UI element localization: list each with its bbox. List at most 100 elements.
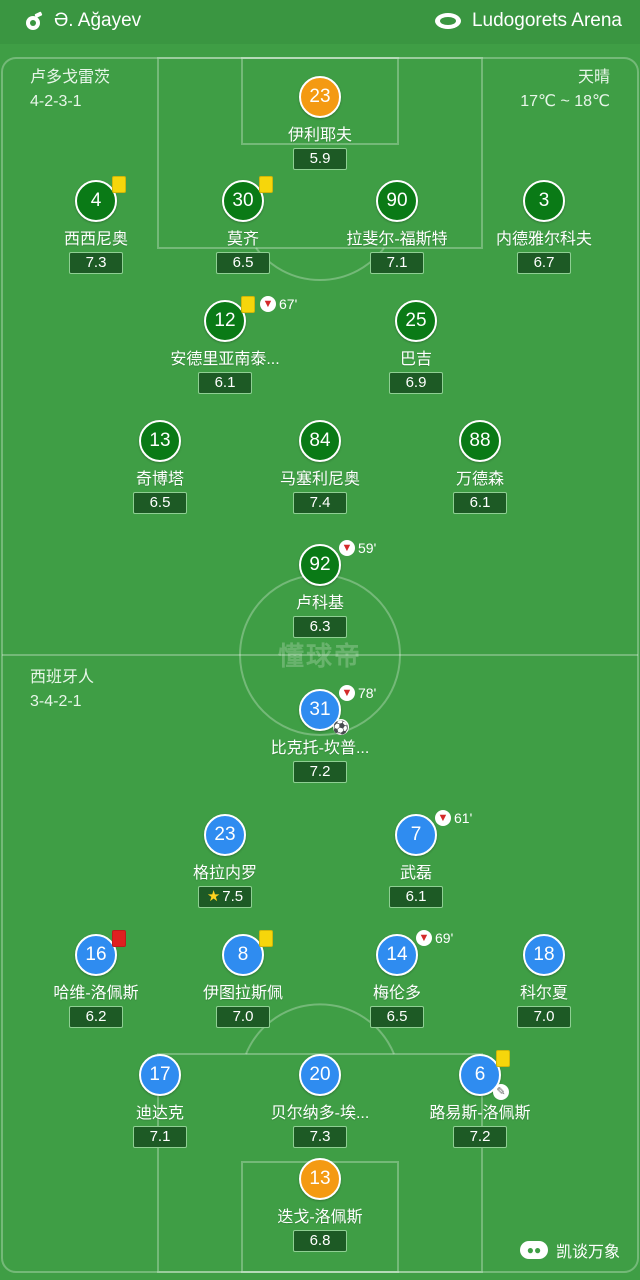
- player-away[interactable]: 13 迭戈-洛佩斯 6.8: [240, 1158, 400, 1252]
- player-rating: 7.0: [216, 1006, 270, 1028]
- player-rating: 6.2: [69, 1006, 123, 1028]
- referee-info: Ə. Ağayev: [22, 10, 141, 32]
- player-away[interactable]: 18 科尔夏 7.0: [464, 934, 624, 1028]
- player-rating: 7.2: [293, 761, 347, 783]
- player-name: 巴吉: [399, 351, 432, 368]
- player-name: 伊利耶夫: [287, 127, 352, 144]
- brand-badge: ●● 凯谈万象: [519, 1238, 620, 1262]
- away-team-name: 西班牙人: [30, 669, 95, 686]
- player-name: 贝尔纳多-埃...: [270, 1105, 370, 1122]
- sub-out-icon: ▼: [260, 296, 276, 312]
- player-name: 路易斯-洛佩斯: [429, 1105, 531, 1122]
- player-name: 伊图拉斯佩: [202, 985, 283, 1002]
- player-name: 马塞利尼奥: [279, 471, 360, 488]
- player-number: 31▼78'⚽: [299, 685, 376, 735]
- match-info-bar: Ə. Ağayev Ludogorets Arena: [0, 0, 640, 44]
- player-name: 科尔夏: [519, 985, 568, 1002]
- player-number: 6✎: [459, 1050, 510, 1100]
- substitution-minute: 69': [435, 930, 454, 946]
- sub-out-icon: ▼: [416, 930, 432, 946]
- referee-name: Ə. Ağayev: [54, 10, 142, 31]
- player-name: 莫齐: [226, 231, 259, 248]
- substitution-info: ▼61': [435, 810, 472, 826]
- player-number: 17: [139, 1054, 181, 1096]
- rating-value: 6.2: [85, 1008, 107, 1025]
- player-home[interactable]: 92▼59' 卢科基 6.3: [240, 540, 400, 638]
- rating-value: 7.4: [309, 494, 331, 511]
- player-away[interactable]: 31▼78'⚽比克托-坎普...7.2: [240, 685, 400, 783]
- player-number: 4: [75, 176, 126, 222]
- substitution-minute: 67': [279, 296, 298, 312]
- player-number: 12▼67': [204, 296, 297, 342]
- rating-value: 6.1: [405, 888, 427, 905]
- player-name: 安德里亚南泰...: [170, 351, 280, 368]
- player-away[interactable]: 17 迪达克 7.1: [80, 1054, 240, 1148]
- player-name: 内德雅尔科夫: [495, 231, 592, 248]
- player-rating: 7.0: [517, 1006, 571, 1028]
- player-number: 14▼69': [376, 930, 453, 976]
- player-name: 格拉内罗: [192, 865, 257, 882]
- player-number: 16: [75, 930, 126, 976]
- rating-value: 6.9: [405, 374, 427, 391]
- yellow-card-icon: [259, 176, 273, 193]
- player-number: 23: [299, 76, 341, 118]
- substitution-minute: 59': [358, 540, 377, 556]
- rating-value: 6.3: [309, 618, 331, 635]
- player-name: 哈维-洛佩斯: [53, 985, 139, 1002]
- player-rating: 7.4: [293, 492, 347, 514]
- player-name: 迭戈-洛佩斯: [277, 1209, 363, 1226]
- rating-value: 6.5: [149, 494, 171, 511]
- player-number: 3: [523, 180, 565, 222]
- player-rating: 6.7: [517, 252, 571, 274]
- player-away[interactable]: 6✎ 路易斯-洛佩斯 7.2: [400, 1050, 560, 1148]
- player-rating: 7.1: [133, 1126, 187, 1148]
- player-number: 90: [376, 180, 418, 222]
- rating-value: 6.8: [309, 1232, 331, 1249]
- player-name: 卢科基: [295, 595, 344, 612]
- watermark: 懂球帝: [277, 641, 362, 671]
- player-number: 8: [222, 930, 273, 976]
- yellow-card-icon: [259, 930, 273, 947]
- substitution-minute: 61': [454, 810, 473, 826]
- player-rating: 6.5: [370, 1006, 424, 1028]
- rating-value: 6.5: [386, 1008, 408, 1025]
- player-name: 拉斐尔-福斯特: [346, 231, 448, 248]
- substitution-info: ▼67': [260, 296, 297, 312]
- player-number: 13: [299, 1158, 341, 1200]
- player-home[interactable]: 90 拉斐尔-福斯特 7.1: [317, 180, 477, 274]
- stadium-icon: [434, 13, 461, 29]
- player-rating: 6.8: [293, 1230, 347, 1252]
- player-away[interactable]: 8 伊图拉斯佩 7.0: [163, 930, 323, 1028]
- player-home[interactable]: 12▼67'安德里亚南泰...6.1: [145, 296, 305, 394]
- player-name: 奇博塔: [135, 471, 184, 488]
- yellow-card-icon: [496, 1050, 510, 1067]
- player-name: 万德森: [455, 471, 504, 488]
- player-rating: 7.2: [453, 1126, 507, 1148]
- player-rating: 7.3: [293, 1126, 347, 1148]
- player-rating: 6.1: [389, 886, 443, 908]
- player-name: 武磊: [399, 865, 432, 882]
- red-card-icon: [112, 930, 126, 947]
- player-rating: 7.1: [370, 252, 424, 274]
- player-home[interactable]: 3 内德雅尔科夫 6.7: [464, 180, 624, 274]
- player-number: 13: [139, 420, 181, 462]
- player-number: 92▼59': [299, 540, 376, 586]
- player-name: 迪达克: [135, 1105, 184, 1122]
- substitution-info: ▼69': [416, 930, 453, 946]
- yellow-card-icon: [112, 176, 126, 193]
- player-home[interactable]: 13 奇博塔 6.5: [80, 420, 240, 514]
- weather-condition: 天晴: [577, 69, 610, 86]
- player-away[interactable]: 16 哈维-洛佩斯 6.2: [16, 930, 176, 1028]
- yellow-card-icon: [241, 296, 255, 313]
- player-number: 18: [523, 934, 565, 976]
